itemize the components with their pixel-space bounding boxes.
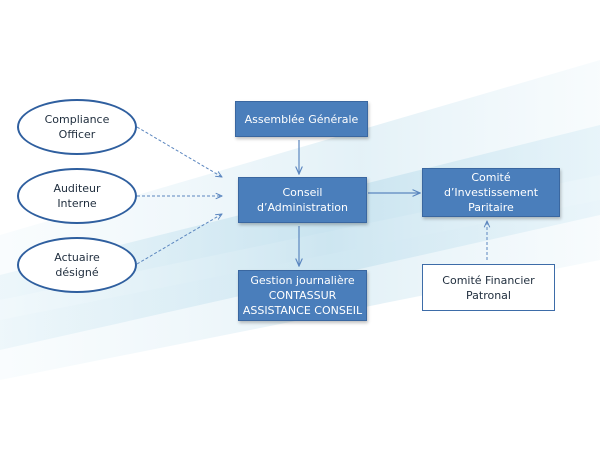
node-comite-financier: Comité Financier Patronal — [422, 264, 555, 311]
node-gestion-journaliere: Gestion journalière CONTASSUR ASSISTANCE… — [238, 270, 367, 321]
node-comite-financier-label: Comité Financier Patronal — [442, 273, 535, 302]
node-conseil-administration: Conseil d’Administration — [238, 177, 367, 223]
node-assemblee-generale: Assemblée Générale — [235, 101, 368, 137]
arrow-compliance-to-conseil — [136, 126, 222, 177]
node-compliance-officer-label: Compliance Officer — [44, 113, 110, 141]
node-auditeur-interne-label: Auditeur Interne — [53, 182, 101, 210]
node-conseil-administration-label: Conseil d’Administration — [257, 186, 348, 214]
arrow-actuaire-to-conseil — [136, 214, 222, 265]
node-actuaire-designe: Actuaire désigné — [17, 237, 137, 293]
node-compliance-officer: Compliance Officer — [17, 99, 137, 155]
node-gestion-journaliere-label: Gestion journalière CONTASSUR ASSISTANCE… — [242, 274, 363, 317]
node-comite-investissement: Comité d’Investissement Paritaire — [422, 168, 560, 217]
node-auditeur-interne: Auditeur Interne — [17, 168, 137, 224]
node-assemblee-generale-label: Assemblée Générale — [244, 112, 359, 126]
node-actuaire-designe-label: Actuaire désigné — [54, 251, 100, 279]
node-comite-investissement-label: Comité d’Investissement Paritaire — [443, 171, 539, 214]
